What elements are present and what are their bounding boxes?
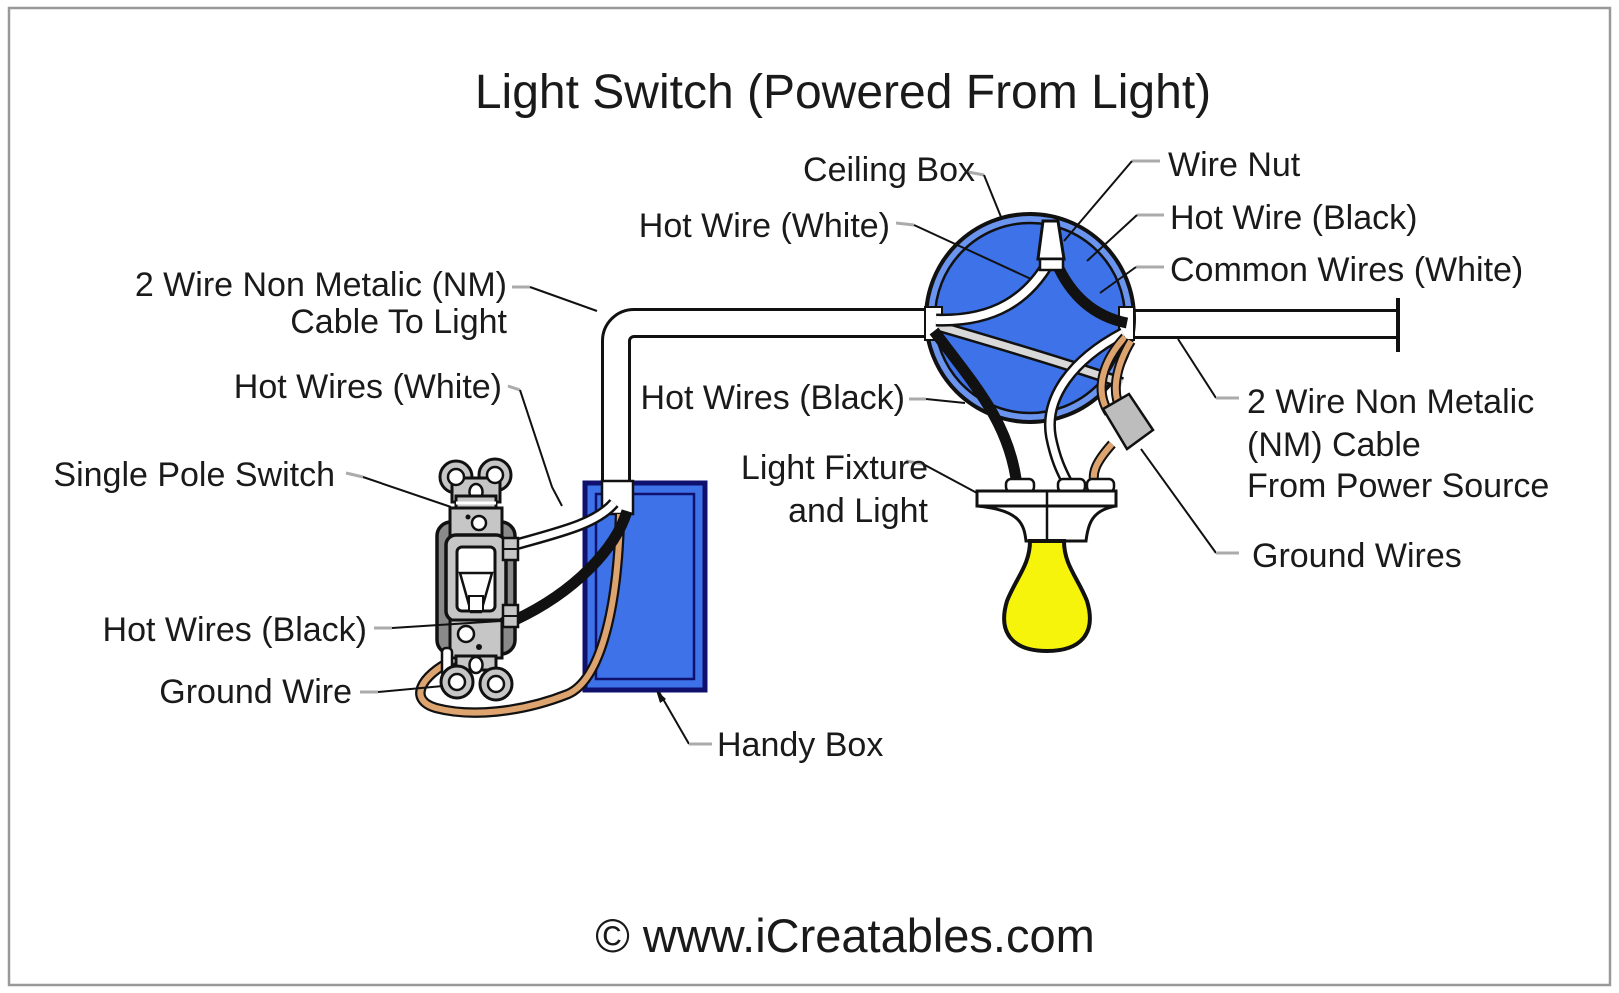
label-ground-wire: Ground Wire (159, 673, 352, 711)
leader-hot-wires-black-left (374, 620, 502, 630)
leader-ceiling-box (967, 170, 1002, 218)
leader-ground-wire (360, 685, 444, 694)
screw-hole (446, 467, 466, 487)
label-hot-wire-white: Hot Wire (White) (639, 207, 890, 245)
label-hot-wires-white: Hot Wires (White) (234, 368, 502, 406)
light-fixture (975, 477, 1118, 654)
ceiling-box-wires (929, 258, 1136, 490)
label-wire-nut: Wire Nut (1168, 146, 1301, 184)
label-nm-to-light-1: 2 Wire Non Metalic (NM) (135, 266, 507, 304)
ground-wire-nut (1101, 392, 1155, 451)
leader-hot-wires-white (507, 384, 563, 507)
switch-hot-wire-black (512, 509, 633, 625)
label-nm-from-power-1: 2 Wire Non Metalic (1247, 383, 1534, 421)
label-nm-from-power-2: (NM) Cable (1247, 426, 1421, 464)
leader-nm-to-light (512, 285, 598, 312)
leader-wire-nut (1063, 159, 1160, 242)
label-light-fixture-1: Light Fixture (741, 449, 928, 487)
leader-handy-box (656, 690, 712, 746)
label-handy-box: Handy Box (717, 726, 883, 764)
label-nm-to-light-2: Cable To Light (290, 303, 507, 341)
label-hot-wire-black: Hot Wire (Black) (1170, 199, 1417, 237)
label-nm-from-power-3: From Power Source (1247, 467, 1549, 505)
leader-hot-wire-black (1086, 213, 1164, 262)
leader-ground-wires (1140, 448, 1239, 555)
switch-wires (415, 498, 633, 718)
leader-light-fixture (905, 459, 978, 494)
screw-hole (485, 465, 505, 485)
leader-hot-wires-black-center (909, 397, 966, 404)
hot-wire-black (1050, 259, 1129, 329)
black-wire-to-fixture (929, 327, 1023, 487)
single-pole-switch (435, 457, 520, 702)
leader-nm-from-power (1177, 338, 1239, 400)
leader-hot-wire-white (895, 221, 1032, 280)
leader-lines (345, 159, 1239, 746)
label-hot-wires-black-left: Hot Wires (Black) (103, 611, 367, 649)
wire-nut (1036, 219, 1066, 272)
label-light-fixture-2: and Light (788, 492, 928, 530)
site-credit: © www.iCreatables.com (595, 909, 1095, 962)
nm-cable-from-power (1126, 298, 1400, 352)
nm-cable-to-light (601, 308, 932, 494)
page-border (7, 6, 1612, 987)
leader-common-wires (1099, 265, 1164, 294)
leader-single-pole (345, 471, 452, 508)
screw-hole (486, 674, 506, 694)
label-single-pole-switch: Single Pole Switch (53, 456, 335, 494)
label-hot-wires-black-center: Hot Wires (Black) (641, 379, 905, 417)
screw-hole (447, 672, 467, 692)
label-ceiling-box: Ceiling Box (803, 151, 975, 189)
light-bulb (1002, 539, 1092, 654)
label-common-wires-white: Common Wires (White) (1170, 251, 1523, 289)
label-ground-wires: Ground Wires (1252, 537, 1462, 575)
page-title: Light Switch (Powered From Light) (475, 66, 1211, 119)
